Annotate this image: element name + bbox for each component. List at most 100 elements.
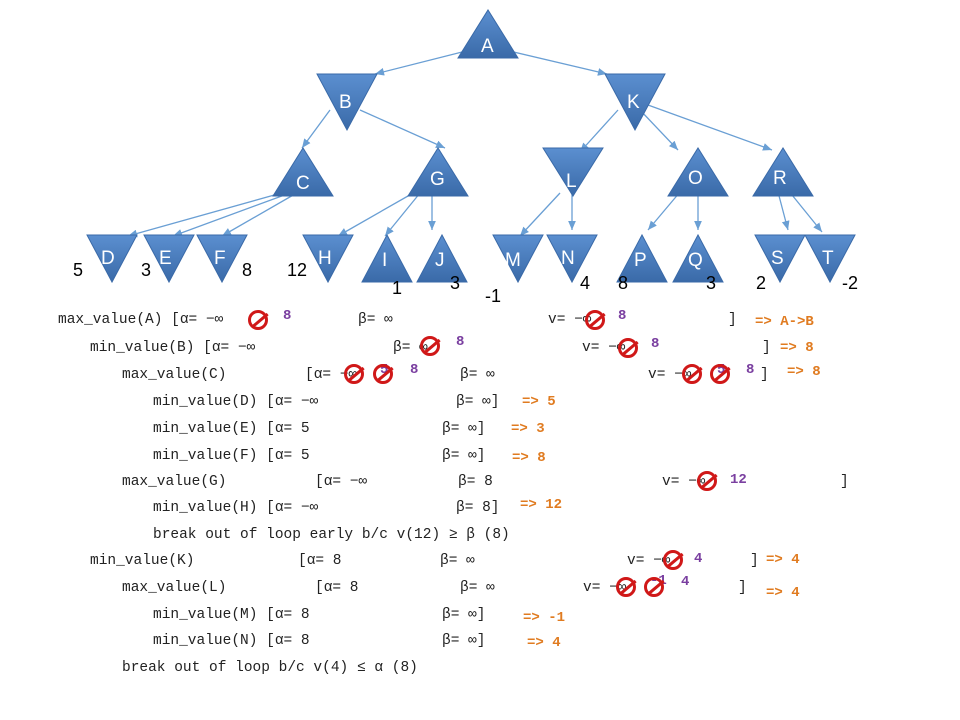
beta-value: β= ∞] [442,607,486,623]
svg-text:O: O [688,168,703,189]
edge-c-e [172,192,291,237]
leaf-value-m: -1 [485,286,501,306]
edge-o-p [647,191,681,231]
result: => 8 [780,340,814,356]
trace-line-11: max_value(L) [122,580,227,596]
result: => 4 [527,635,561,651]
leaf-value-s: 2 [756,273,766,293]
node-s: S [754,234,806,284]
node-l: L [542,147,604,197]
beta-value: β= ∞] [442,448,486,464]
strike-mark [585,310,605,330]
result: => 4 [766,585,800,601]
node-n: N [546,234,598,284]
node-a: A [457,9,519,59]
bracket-close: ] [750,553,759,569]
beta-value: β= ∞ [440,553,475,569]
leaf-value-p: 8 [618,273,628,293]
bracket-close: ] [738,580,747,596]
svg-text:E: E [159,248,172,269]
beta-value: β= ∞] [442,421,486,437]
svg-text:T: T [822,248,834,269]
node-k: K [604,73,666,132]
svg-text:I: I [382,250,387,271]
edge-r-s [777,191,790,231]
trace-line-3: max_value(C) [122,367,227,383]
leaf-value-e: 3 [141,260,151,280]
node-r: R [752,147,814,197]
svg-text:S: S [771,248,784,269]
trace-line-9: break out of loop early b/c v(12) ≥ β (8… [153,527,510,543]
v-update: 4 [694,551,703,567]
svg-text:H: H [318,248,332,269]
leaf-value-h: 12 [287,260,307,280]
svg-text:B: B [339,92,352,113]
svg-text:P: P [634,250,647,271]
result: => 12 [520,497,563,513]
leaf-value-j: 3 [450,273,460,293]
node-q: Q [672,233,724,283]
bracket-close: ] [840,474,849,490]
node-h: H [302,234,354,284]
node-e: E [143,234,195,284]
node-m: M [492,234,544,284]
result: => 3 [511,421,545,437]
edge-r-t [787,189,823,233]
alpha-update: 8 [283,308,292,324]
node-o: O [667,147,729,197]
edge-k-o [639,109,679,151]
trace-line-13: min_value(N) [α= 8 [153,633,310,649]
result: => A->B [755,314,814,330]
node-t: T [804,234,856,284]
svg-text:K: K [627,92,640,113]
node-b: B [316,73,378,132]
result: => 5 [522,394,556,410]
beta-value: β= ∞] [442,633,486,649]
beta-value: β= 8] [456,500,500,516]
edge-a-b [374,49,471,76]
beta-value: β= 8 [458,474,493,490]
svg-text:R: R [773,168,787,189]
edge-g-i [384,192,421,237]
edge-b-c [301,109,331,149]
leaf-value-q: 3 [706,273,716,293]
svg-text:J: J [435,250,445,271]
beta-update: 8 [456,334,465,350]
result: => 8 [787,364,821,380]
leaf-value-d: 5 [73,260,83,280]
strike-mark [616,577,636,597]
strike-mark [344,364,364,384]
svg-text:M: M [505,250,521,271]
beta-value: β= ∞ [358,312,393,328]
v-update: 12 [730,472,747,488]
alpha-update: 8 [410,362,419,378]
bracket-close: ] [762,340,771,356]
leaf-value-i: 1 [392,278,402,298]
node-c: C [272,147,334,197]
node-g: G [407,147,469,197]
result: => -1 [523,610,566,626]
svg-text:C: C [296,173,310,194]
leaf-value-n: 4 [580,273,590,293]
trace-line-10: min_value(K) [90,553,195,569]
result: => 4 [766,552,800,568]
strike-mark [644,577,664,597]
strike-mark [682,364,702,384]
edge-b-g [359,109,446,149]
svg-text:G: G [430,169,445,190]
edge-g-h [337,191,416,237]
node-p: P [616,233,668,283]
svg-text:N: N [561,248,575,269]
v-update: 8 [651,336,660,352]
trace-line-14: break out of loop b/c v(4) ≤ α (8) [122,660,418,676]
svg-text:D: D [101,248,115,269]
beta-value: β= ∞ [460,580,495,596]
node-f: F [196,234,248,284]
node-d: D [86,234,138,284]
svg-text:L: L [566,171,577,192]
node-j: J [416,233,468,283]
trace-line-4: min_value(D) [α= −∞ [153,394,319,410]
alpha-value: [α= −∞ [315,474,368,490]
bracket-close: ] [728,312,737,328]
